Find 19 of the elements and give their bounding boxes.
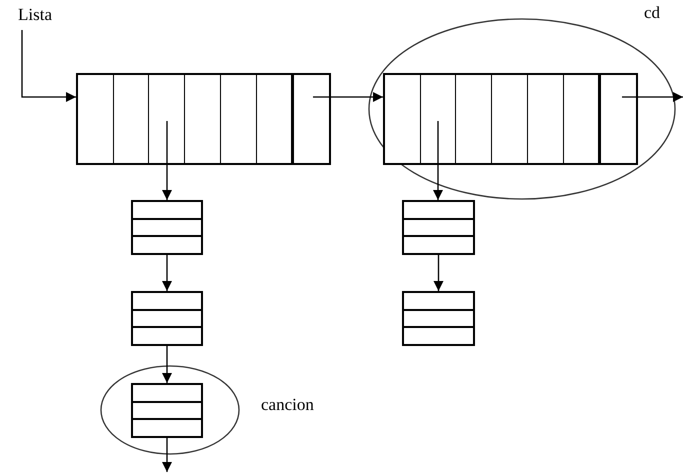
node-label: cancion <box>261 396 314 413</box>
arrow <box>622 92 683 102</box>
list-node-box <box>402 200 475 255</box>
node-label: cd <box>644 4 660 21</box>
record-box <box>76 73 331 165</box>
arrow <box>433 121 443 200</box>
arrow <box>21 30 76 102</box>
arrow <box>162 255 172 291</box>
list-node-box <box>131 383 203 438</box>
arrow <box>434 255 444 291</box>
node-label: Lista <box>18 6 52 23</box>
arrow <box>162 121 172 200</box>
record-box <box>383 73 638 165</box>
list-node-box <box>131 200 203 255</box>
list-node-box <box>131 291 203 346</box>
list-node-box <box>402 291 475 346</box>
arrow <box>162 346 172 383</box>
arrow <box>313 92 383 102</box>
arrow <box>162 438 172 472</box>
